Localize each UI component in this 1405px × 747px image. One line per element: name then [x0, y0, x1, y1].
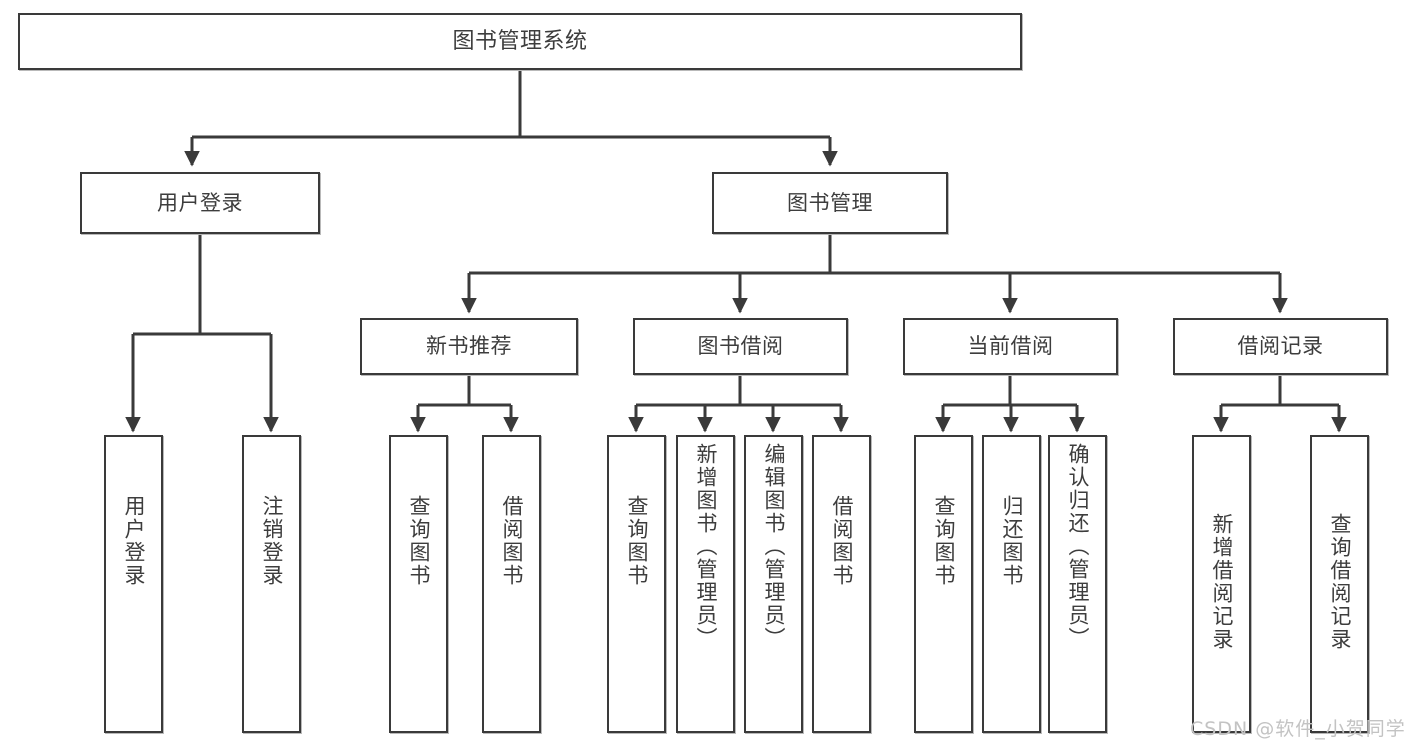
node-leaf-current-borrow-query-label: 查询图书 — [932, 495, 956, 587]
node-leaf-new-book-borrow[interactable]: 借阅图书 — [482, 435, 541, 733]
node-user-login-label: 用户登录 — [157, 190, 243, 215]
node-leaf-current-borrow-confirm-label: 确认归还（管理员） — [1066, 443, 1090, 650]
node-new-book-recommend[interactable]: 新书推荐 — [360, 318, 578, 375]
node-leaf-book-borrow-borrow-label: 借阅图书 — [830, 495, 854, 587]
node-leaf-book-borrow-edit[interactable]: 编辑图书（管理员） — [744, 435, 803, 733]
node-new-book-recommend-label: 新书推荐 — [426, 334, 512, 359]
node-current-borrow-label: 当前借阅 — [967, 334, 1054, 359]
node-leaf-user-login-login[interactable]: 用户登录 — [104, 435, 163, 733]
node-leaf-book-borrow-add-label: 新增图书（管理员） — [694, 443, 718, 650]
node-leaf-book-borrow-add[interactable]: 新增图书（管理员） — [676, 435, 735, 733]
node-book-borrow-label: 图书借阅 — [697, 334, 784, 359]
node-leaf-current-borrow-return[interactable]: 归还图书 — [982, 435, 1041, 733]
node-book-borrow[interactable]: 图书借阅 — [633, 318, 848, 375]
node-root-system[interactable]: 图书管理系统 — [18, 13, 1022, 70]
node-current-borrow[interactable]: 当前借阅 — [903, 318, 1118, 375]
node-leaf-borrow-record-add[interactable]: 新增借阅记录 — [1192, 435, 1251, 733]
node-leaf-borrow-record-add-label: 新增借阅记录 — [1210, 513, 1234, 651]
node-leaf-user-login-logout[interactable]: 注销登录 — [242, 435, 301, 733]
node-leaf-book-borrow-query-label: 查询图书 — [625, 495, 649, 587]
node-leaf-new-book-query[interactable]: 查询图书 — [389, 435, 448, 733]
node-leaf-current-borrow-return-label: 归还图书 — [1000, 495, 1024, 587]
node-user-login[interactable]: 用户登录 — [80, 172, 320, 234]
node-root-system-label: 图书管理系统 — [452, 28, 588, 54]
node-leaf-user-login-logout-label: 注销登录 — [260, 495, 284, 587]
node-leaf-borrow-record-query-label: 查询借阅记录 — [1328, 513, 1352, 651]
node-leaf-current-borrow-query[interactable]: 查询图书 — [914, 435, 973, 733]
node-borrow-record-label: 借阅记录 — [1237, 334, 1324, 359]
node-book-management-label: 图书管理 — [787, 190, 873, 215]
node-borrow-record[interactable]: 借阅记录 — [1173, 318, 1388, 375]
node-leaf-current-borrow-confirm[interactable]: 确认归还（管理员） — [1048, 435, 1107, 733]
node-leaf-new-book-query-label: 查询图书 — [407, 495, 431, 587]
node-leaf-new-book-borrow-label: 借阅图书 — [500, 495, 524, 587]
node-book-management[interactable]: 图书管理 — [712, 172, 948, 234]
node-leaf-book-borrow-borrow[interactable]: 借阅图书 — [812, 435, 871, 733]
node-leaf-borrow-record-query[interactable]: 查询借阅记录 — [1310, 435, 1369, 733]
node-leaf-user-login-login-label: 用户登录 — [122, 495, 146, 587]
node-leaf-book-borrow-query[interactable]: 查询图书 — [607, 435, 666, 733]
node-leaf-book-borrow-edit-label: 编辑图书（管理员） — [762, 443, 786, 650]
